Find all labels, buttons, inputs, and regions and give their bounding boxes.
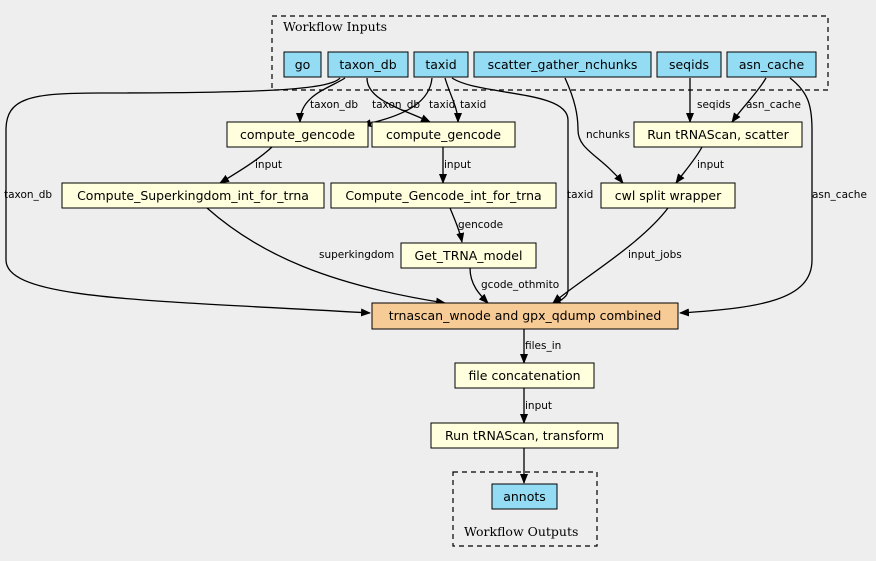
- edge-taxon-db-to-compute-gencode-2: [366, 77, 431, 123]
- label-asn-cache-1: asn_cache: [746, 99, 801, 111]
- edge-taxon-db-to-combined: [5, 77, 371, 317]
- label-taxid-3: taxid: [567, 189, 593, 201]
- node-run-trnascan-transform-label: Run tRNAScan, transform: [445, 428, 604, 443]
- label-nchunks: nchunks: [586, 129, 630, 141]
- edge-taxid-to-compute-gencode-2: [444, 77, 462, 123]
- node-seqids[interactable]: seqids: [656, 51, 722, 78]
- node-go[interactable]: go: [283, 51, 322, 78]
- node-compute-superkingdom[interactable]: Compute_Superkingdom_int_for_trna: [61, 182, 325, 209]
- label-files-in: files_in: [525, 340, 561, 352]
- label-taxon-db-3: taxon_db: [4, 189, 52, 201]
- label-taxid-2: taxid: [460, 99, 486, 111]
- label-input-1: input: [255, 159, 282, 171]
- node-run-trnascan-scatter[interactable]: Run tRNAScan, scatter: [633, 121, 803, 148]
- node-annots[interactable]: annots: [491, 483, 558, 510]
- label-taxid-1: taxid: [429, 99, 455, 111]
- node-get-trna-model-label: Get_TRNA_model: [415, 248, 523, 263]
- label-taxon-db-1: taxon_db: [310, 99, 358, 111]
- node-compute-superkingdom-label: Compute_Superkingdom_int_for_trna: [77, 188, 309, 203]
- node-run-trnascan-transform[interactable]: Run tRNAScan, transform: [430, 422, 619, 449]
- node-compute-gencode-2-label: compute_gencode: [386, 127, 501, 142]
- node-taxid[interactable]: taxid: [413, 51, 469, 78]
- node-compute-gencode-1-label: compute_gencode: [240, 127, 355, 142]
- edge-gencode-int-to-get-trna-model: [449, 207, 465, 243]
- edge-taxon-db-to-compute-gencode-1: [296, 77, 346, 123]
- node-trnascan-combined[interactable]: trnascan_wnode and gpx_qdump combined: [371, 302, 679, 330]
- node-asn-cache[interactable]: asn_cache: [726, 51, 817, 78]
- node-compute-gencode-2[interactable]: compute_gencode: [371, 121, 516, 148]
- node-scatter-gather-nchunks[interactable]: scatter_gather_nchunks: [473, 51, 652, 78]
- edge-labels: taxon_db taxon_db taxid taxid seqids asn…: [4, 99, 867, 412]
- label-input-jobs: input_jobs: [628, 249, 682, 261]
- label-input-4: input: [525, 400, 552, 412]
- node-run-trnascan-scatter-label: Run tRNAScan, scatter: [647, 127, 789, 142]
- node-file-concatenation[interactable]: file concatenation: [454, 362, 595, 389]
- node-cwl-split-wrapper-label: cwl split wrapper: [615, 188, 722, 203]
- node-seqids-label: seqids: [669, 57, 709, 72]
- label-gcode-othmito: gcode_othmito: [481, 279, 559, 291]
- edge-get-trna-model-to-combined: [469, 267, 489, 304]
- label-input-3: input: [697, 159, 724, 171]
- node-trnascan-combined-label: trnascan_wnode and gpx_qdump combined: [389, 308, 662, 323]
- edge-scatter-to-split: [675, 146, 703, 184]
- node-compute-gencode-int-label: Compute_Gencode_int_for_trna: [345, 188, 541, 203]
- node-taxid-label: taxid: [425, 57, 456, 72]
- edge-superkingdom-to-combined: [206, 207, 446, 306]
- node-compute-gencode-1[interactable]: compute_gencode: [226, 121, 369, 148]
- node-cwl-split-wrapper[interactable]: cwl split wrapper: [600, 182, 736, 209]
- workflow-outputs-title: Workflow Outputs: [464, 524, 578, 539]
- edge-nchunks-to-split: [564, 77, 624, 184]
- label-taxon-db-2: taxon_db: [372, 99, 420, 111]
- workflow-inputs-title: Workflow Inputs: [283, 19, 387, 34]
- node-compute-gencode-int[interactable]: Compute_Gencode_int_for_trna: [330, 182, 557, 209]
- node-taxon-db[interactable]: taxon_db: [327, 51, 409, 78]
- edge-compute-gencode-1-to-superkingdom: [219, 146, 273, 184]
- node-file-concatenation-label: file concatenation: [468, 368, 580, 383]
- edge-asn-cache-to-combined: [679, 77, 813, 317]
- edge-split-to-combined: [552, 207, 669, 304]
- workflow-outputs-cluster: [452, 471, 598, 547]
- label-gencode: gencode: [458, 219, 503, 231]
- label-asn-cache-2: asn_cache: [812, 189, 867, 201]
- label-input-2: input: [444, 159, 471, 171]
- node-taxon-db-label: taxon_db: [339, 57, 396, 72]
- node-annots-label: annots: [503, 489, 546, 504]
- label-seqids: seqids: [697, 99, 731, 111]
- node-scatter-gather-nchunks-label: scatter_gather_nchunks: [488, 57, 638, 72]
- edge-asn-cache-to-scatter: [731, 77, 767, 123]
- label-superkingdom: superkingdom: [319, 249, 394, 261]
- node-asn-cache-label: asn_cache: [739, 57, 805, 72]
- node-go-label: go: [295, 57, 311, 72]
- node-get-trna-model[interactable]: Get_TRNA_model: [400, 242, 537, 269]
